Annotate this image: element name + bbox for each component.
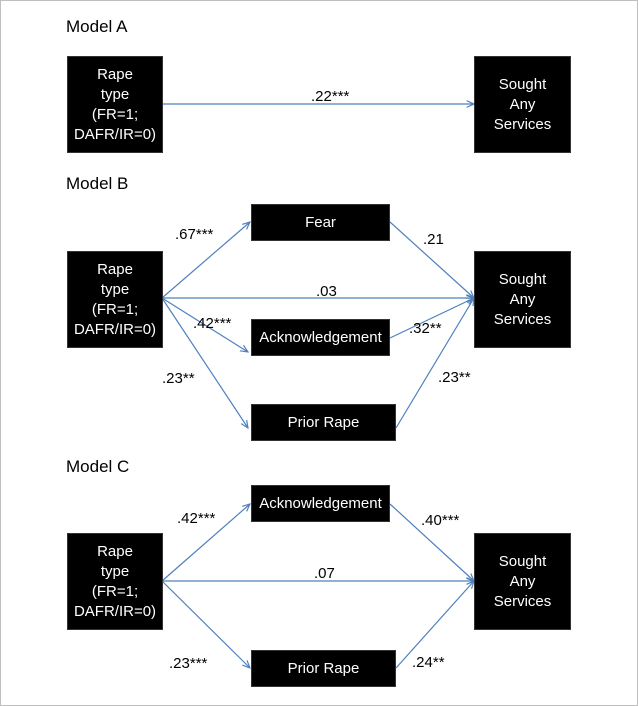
model-c-rape-type-box: Rape type (FR=1; DAFR/IR=0) — [67, 533, 163, 630]
model-a-sought-box: Sought Any Services — [474, 56, 571, 153]
arrow-b-to-prior — [161, 297, 248, 428]
box-line: Sought — [498, 75, 547, 93]
model-a-rape-type-box: Rape type (FR=1; DAFR/IR=0) — [67, 56, 163, 153]
arrow-c-to-prior — [161, 580, 250, 668]
arrow-b-ack-out — [389, 298, 474, 339]
box-line: DAFR/IR=0) — [73, 602, 157, 620]
box-line: type — [100, 562, 130, 580]
box-line: Services — [493, 592, 552, 610]
model-c-coef-to-ack: .42*** — [177, 510, 216, 527]
model-b-sought-box: Sought Any Services — [474, 251, 571, 348]
model-b-coef-prior-out: .23** — [438, 369, 471, 386]
box-line: Any — [509, 572, 536, 590]
box-line: Rape — [97, 260, 133, 278]
box-line: Any — [509, 95, 536, 113]
box-line: Any — [509, 290, 536, 308]
box-line: DAFR/IR=0) — [73, 125, 157, 143]
model-b-rape-type-box: Rape type (FR=1; DAFR/IR=0) — [67, 251, 163, 348]
model-b-fear-box: Fear — [251, 204, 390, 241]
model-a-coef-direct: .22*** — [311, 88, 350, 105]
box-line: (FR=1; — [91, 300, 139, 318]
arrow-b-to-fear — [161, 222, 250, 299]
box-line: Sought — [498, 270, 547, 288]
model-c-coef-prior-out: .24** — [412, 654, 445, 671]
box-line: Services — [493, 310, 552, 328]
model-b-coef-fear-out: .21 — [423, 231, 444, 248]
model-c-sought-box: Sought Any Services — [474, 533, 571, 630]
model-c-coef-ack-out: .40*** — [421, 512, 460, 529]
box-line: Rape — [97, 65, 133, 83]
model-c-prior-rape-box: Prior Rape — [251, 650, 396, 687]
arrow-c-to-ack — [161, 504, 250, 582]
arrow-b-prior-out — [395, 298, 474, 429]
model-c-coef-direct: .07 — [314, 565, 335, 582]
box-line: Sought — [498, 552, 547, 570]
model-a-title: Model A — [66, 17, 128, 36]
arrow-c-prior-out — [395, 581, 474, 669]
model-b-title: Model B — [66, 174, 129, 193]
model-b-coef-ack-out: .32** — [409, 320, 442, 337]
model-b-coef-to-prior: .23** — [162, 370, 195, 387]
model-b-coef-direct: .03 — [316, 283, 337, 300]
box-line: (FR=1; — [91, 582, 139, 600]
box-line: Services — [493, 115, 552, 133]
box-line: type — [100, 85, 130, 103]
model-b-prior-rape-box: Prior Rape — [251, 404, 396, 441]
model-b-acknowledgement-box: Acknowledgement — [251, 319, 390, 356]
box-line: type — [100, 280, 130, 298]
box-line: (FR=1; — [91, 105, 139, 123]
box-line: Rape — [97, 542, 133, 560]
box-line: DAFR/IR=0) — [73, 320, 157, 338]
arrow-c-ack-out — [389, 503, 474, 581]
arrow-b-fear-out — [389, 221, 474, 298]
model-c-coef-to-prior: .23*** — [169, 655, 208, 672]
model-b-coef-to-ack: .42*** — [193, 315, 232, 332]
model-c-acknowledgement-box: Acknowledgement — [251, 485, 390, 522]
model-b-coef-to-fear: .67*** — [175, 226, 214, 243]
model-c-title: Model C — [66, 457, 130, 476]
arrow-b-to-ack — [161, 297, 248, 352]
